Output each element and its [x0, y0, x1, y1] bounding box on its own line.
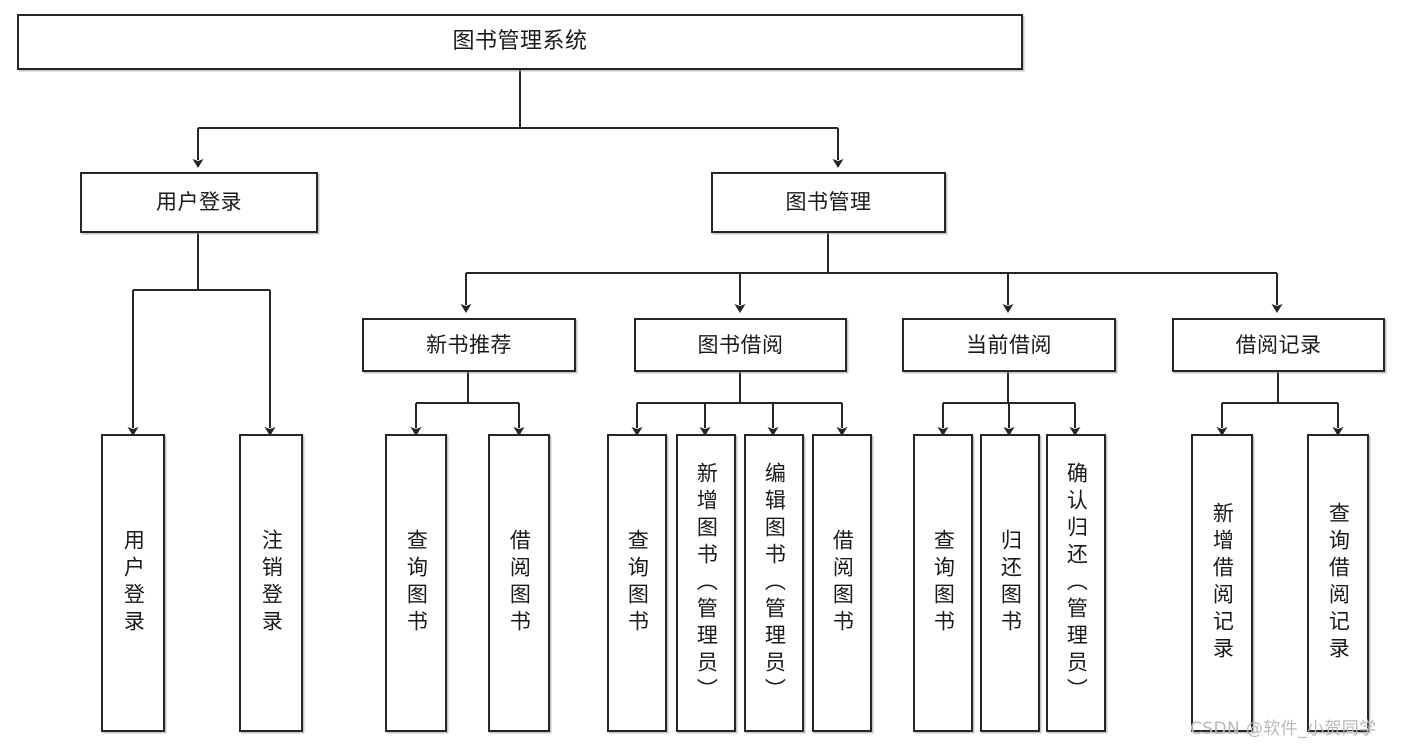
node-leaf-borrow-book-1[interactable]: 借阅图书: [488, 434, 550, 732]
node-leaf-confirm-return-label: 确认归还（管理员）: [1064, 461, 1089, 705]
node-root[interactable]: 图书管理系统: [17, 14, 1023, 70]
node-leaf-query-book-1-label: 查询图书: [404, 529, 429, 637]
node-book-management[interactable]: 图书管理: [711, 172, 946, 233]
node-borrow-record[interactable]: 借阅记录: [1172, 318, 1385, 372]
node-root-label: 图书管理系统: [452, 29, 588, 55]
node-leaf-return-book-label: 归还图书: [998, 529, 1023, 637]
node-leaf-borrow-book-1-label: 借阅图书: [507, 529, 532, 637]
node-leaf-logout[interactable]: 注销登录: [239, 434, 303, 732]
node-book-borrow[interactable]: 图书借阅: [634, 318, 847, 372]
node-user-login[interactable]: 用户登录: [80, 172, 318, 233]
node-new-book-recommend[interactable]: 新书推荐: [362, 318, 576, 372]
node-leaf-edit-book-label: 编辑图书（管理员）: [762, 461, 787, 705]
node-leaf-return-book[interactable]: 归还图书: [980, 434, 1040, 732]
node-leaf-confirm-return[interactable]: 确认归还（管理员）: [1046, 434, 1106, 732]
node-leaf-query-record-label: 查询借阅记录: [1326, 502, 1351, 664]
node-leaf-add-record-label: 新增借阅记录: [1210, 502, 1235, 664]
node-leaf-query-book-3-label: 查询图书: [931, 529, 956, 637]
node-book-management-label: 图书管理: [785, 190, 872, 215]
node-user-login-label: 用户登录: [156, 190, 242, 215]
node-leaf-add-record[interactable]: 新增借阅记录: [1191, 434, 1253, 732]
node-leaf-user-login-label: 用户登录: [121, 529, 146, 637]
node-current-borrow-label: 当前借阅: [966, 332, 1052, 357]
node-new-book-recommend-label: 新书推荐: [426, 332, 512, 357]
node-leaf-borrow-book-2[interactable]: 借阅图书: [812, 434, 872, 732]
node-book-borrow-label: 图书借阅: [697, 332, 784, 357]
node-leaf-borrow-book-2-label: 借阅图书: [830, 529, 855, 637]
node-leaf-edit-book[interactable]: 编辑图书（管理员）: [744, 434, 804, 732]
node-leaf-logout-label: 注销登录: [259, 529, 284, 637]
node-leaf-query-book-2[interactable]: 查询图书: [607, 434, 667, 732]
node-leaf-query-book-1[interactable]: 查询图书: [385, 434, 447, 732]
csdn-watermark: CSDN @软件_小贺同学: [1190, 719, 1377, 739]
node-leaf-user-login[interactable]: 用户登录: [101, 434, 165, 732]
node-leaf-query-book-3[interactable]: 查询图书: [913, 434, 973, 732]
node-leaf-add-book-label: 新增图书（管理员）: [694, 461, 719, 705]
node-current-borrow[interactable]: 当前借阅: [902, 318, 1116, 372]
node-borrow-record-label: 借阅记录: [1235, 332, 1322, 357]
node-leaf-query-book-2-label: 查询图书: [625, 529, 650, 637]
node-leaf-add-book[interactable]: 新增图书（管理员）: [676, 434, 736, 732]
node-leaf-query-record[interactable]: 查询借阅记录: [1307, 434, 1369, 732]
